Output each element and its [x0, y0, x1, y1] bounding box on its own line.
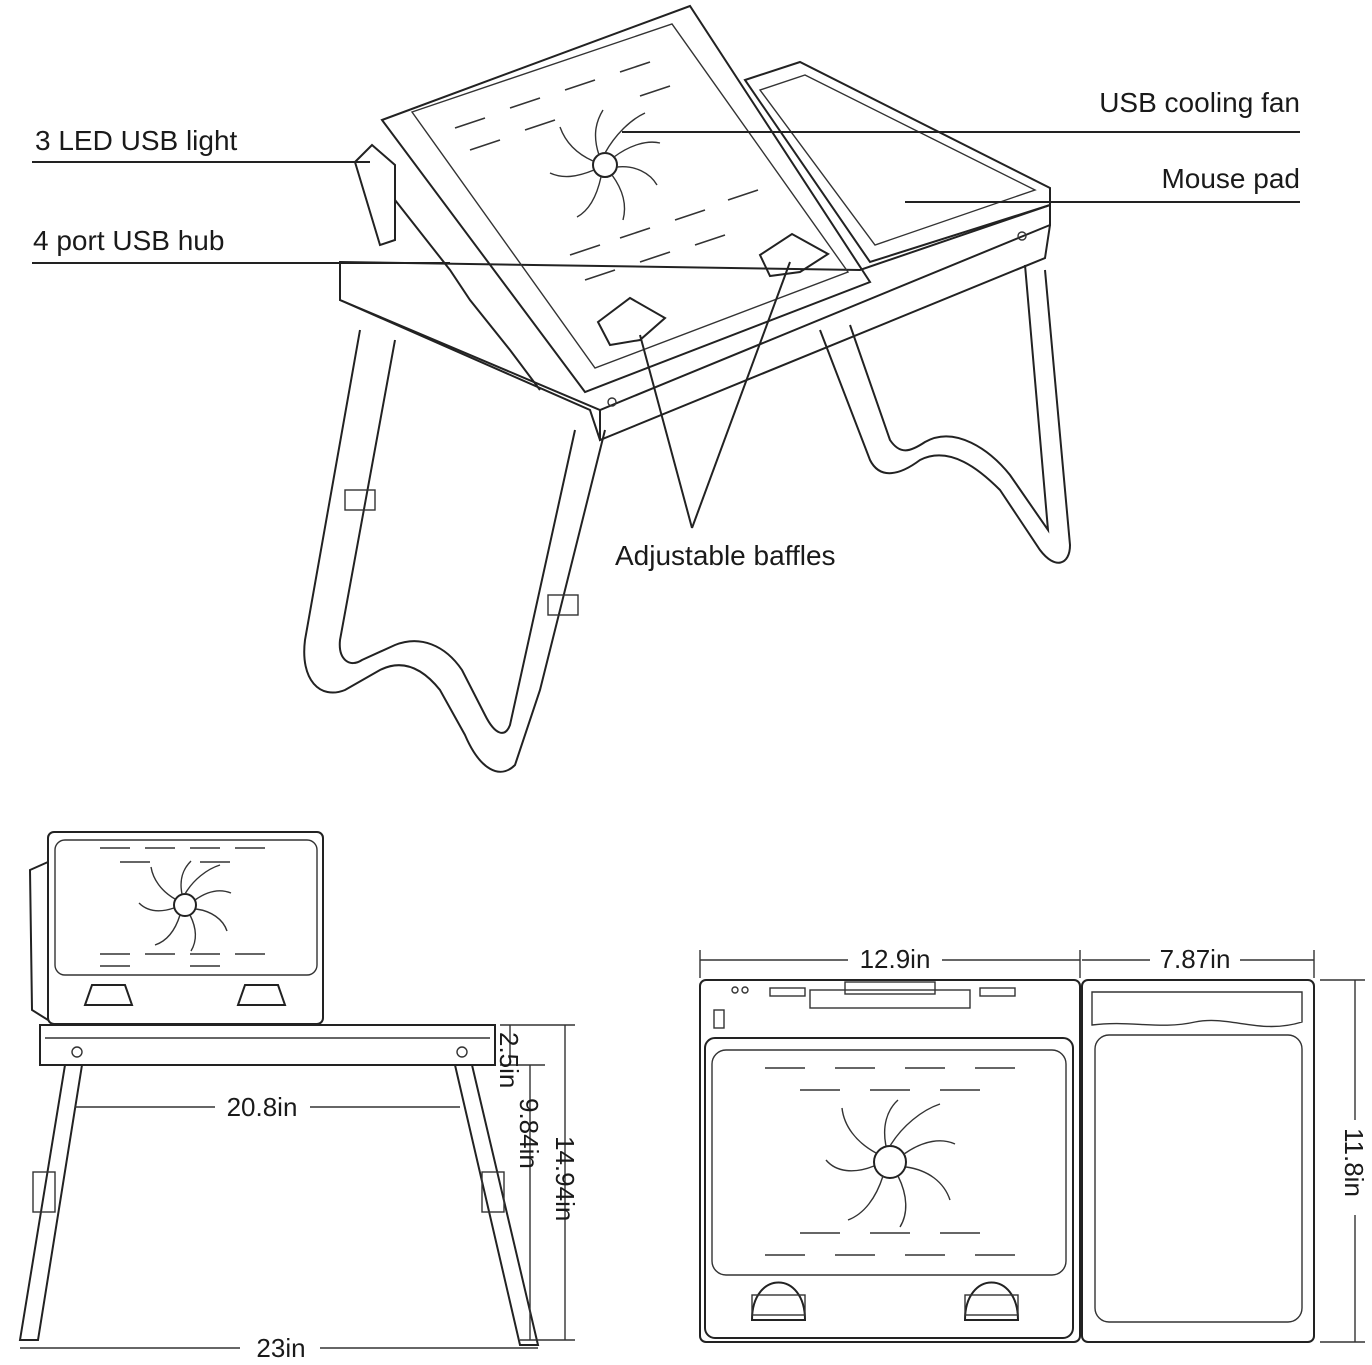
- perspective-view: 3 LED USB light 4 port USB hub USB cooli…: [32, 4, 1300, 773]
- dim-depth: 11.8in: [1339, 1128, 1369, 1197]
- dim-leg-span: 20.8in: [227, 1092, 298, 1122]
- top-handle-slot: [809, 989, 971, 1009]
- screw-dot: [607, 397, 617, 407]
- cooling-fan-icon: [549, 109, 661, 221]
- usb-hub: [394, 199, 541, 391]
- callout-line-baffle-right: [691, 261, 791, 529]
- callout-line-baffle-left: [639, 334, 693, 529]
- front-leg-right: [454, 1064, 540, 1346]
- label-mouse-pad: Mouse pad: [1161, 163, 1300, 194]
- leg-back: [819, 269, 1072, 564]
- front-led-light: [28, 860, 49, 1022]
- front-tray-inner: [54, 839, 318, 976]
- dim-leg-height: 9.84in: [514, 1098, 544, 1169]
- front-fan-icon: [138, 860, 232, 952]
- top-vent-slots: [765, 1067, 1015, 1256]
- top-switch: [713, 1009, 725, 1029]
- vent-slots: [454, 61, 759, 281]
- dim-total-width: 23in: [256, 1333, 305, 1360]
- top-fan-icon: [825, 1099, 956, 1228]
- leg-front: [303, 329, 606, 773]
- front-baffle-right: [236, 984, 287, 1006]
- baffle-left: [596, 296, 667, 347]
- top-pen-groove: [1091, 991, 1303, 1028]
- front-leg-left: [18, 1064, 83, 1341]
- label-cooling-fan: USB cooling fan: [1099, 87, 1300, 118]
- leg-clip: [344, 489, 376, 511]
- front-baffle-left: [83, 984, 134, 1006]
- top-mouse-pad-body: [1081, 979, 1315, 1343]
- top-main-body: [699, 979, 1081, 1343]
- label-led-light: 3 LED USB light: [35, 125, 238, 156]
- leg-front-inner: [338, 339, 576, 734]
- front-vent-slots: [100, 847, 265, 967]
- tilted-tray: [380, 4, 872, 394]
- mouse-pad-panel: [743, 60, 1051, 264]
- led-light-arm: [353, 143, 396, 247]
- table-front-edge: [339, 262, 601, 441]
- table-body: [339, 203, 1051, 412]
- screw-dot: [456, 1046, 468, 1058]
- label-adjustable-baffles: Adjustable baffles: [615, 540, 836, 571]
- leg-clip: [547, 594, 579, 616]
- mouse-pad-surface: [758, 74, 1037, 246]
- tray-inner: [410, 23, 850, 369]
- dim-height-top: 2.5in: [494, 1032, 524, 1088]
- screw-dot: [71, 1046, 83, 1058]
- front-leg-clip: [481, 1171, 505, 1213]
- front-table-body: [39, 1024, 496, 1066]
- front-leg-clip: [32, 1171, 56, 1213]
- top-tray: [704, 1037, 1074, 1339]
- top-tray-inner: [711, 1049, 1067, 1276]
- label-usb-hub: 4 port USB hub: [33, 225, 224, 256]
- dim-pad-width: 7.87in: [1160, 944, 1231, 974]
- front-view: 2.5in 9.84in 14.94in 20.8in 23in: [18, 831, 580, 1363]
- table-side-edge: [599, 224, 1051, 442]
- dim-total-height: 14.94in: [550, 1136, 580, 1221]
- baffle-right: [758, 232, 830, 278]
- dim-tray-width: 12.9in: [860, 944, 931, 974]
- top-port: [979, 987, 1016, 997]
- top-mouse-pad: [1094, 1034, 1303, 1323]
- top-handle: [844, 981, 936, 995]
- top-port: [769, 987, 806, 997]
- screw-dot: [1017, 231, 1027, 241]
- leg-back-inner: [849, 264, 1050, 534]
- top-view: 12.9in 7.87in 11.8in: [699, 944, 1369, 1343]
